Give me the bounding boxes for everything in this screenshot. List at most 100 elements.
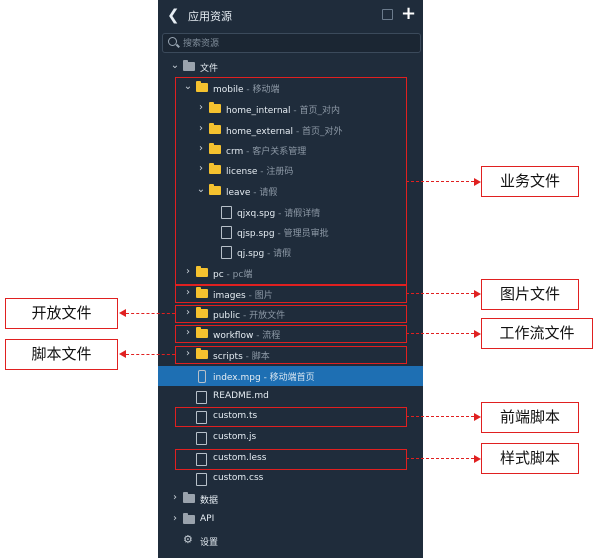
- tree-row-custom-js[interactable]: custom.js: [158, 428, 423, 448]
- tree-label: public - 开放文件: [213, 311, 286, 321]
- folder-icon: [209, 102, 221, 113]
- js-file-icon: [196, 432, 207, 445]
- tree-row-public[interactable]: › public - 开放文件: [158, 304, 423, 324]
- tree-label: images - 图片: [213, 291, 273, 301]
- callout-frontend-scripts: 前端脚本: [481, 402, 579, 433]
- tree-row-home-external[interactable]: › home_external - 首页_对外: [158, 120, 423, 140]
- folder-icon: [196, 287, 208, 298]
- callout-image-files: 图片文件: [481, 279, 579, 310]
- folder-icon: [196, 81, 208, 92]
- tree-label: index.mpg - 移动端首页: [213, 373, 315, 383]
- tree-label: 设置: [200, 538, 219, 548]
- page-file-icon: [221, 206, 232, 219]
- arrowhead: [474, 413, 481, 421]
- search-box[interactable]: [162, 33, 421, 53]
- callout-style-scripts: 样式脚本: [481, 443, 579, 474]
- tree-label: 数据: [200, 496, 219, 506]
- tree-row-scripts[interactable]: › scripts - 脚本: [158, 345, 423, 365]
- panel-header: ❮ 应用资源 +: [158, 0, 423, 30]
- arrowhead: [474, 290, 481, 298]
- folder-icon: [209, 184, 221, 195]
- arrowhead: [474, 178, 481, 186]
- tree-row-crm[interactable]: › crm - 客户关系管理: [158, 140, 423, 160]
- mobile-page-icon: [198, 370, 206, 383]
- tree-row-workflow[interactable]: › workflow - 流程: [158, 324, 423, 344]
- save-icon[interactable]: [382, 9, 393, 20]
- tree-row-qjsp[interactable]: qjsp.spg - 管理员审批: [158, 222, 423, 242]
- folder-icon: [209, 163, 221, 174]
- folder-icon: [183, 60, 195, 71]
- tree-label: custom.ts: [213, 411, 258, 421]
- tree-row-custom-less[interactable]: custom.less: [158, 449, 423, 469]
- tree-row-pc[interactable]: › pc - pc端: [158, 263, 423, 283]
- folder-icon: [209, 123, 221, 134]
- tree-label: qj.spg - 请假: [237, 249, 292, 259]
- highlight-box-workflow: [175, 325, 407, 343]
- tree-row-readme[interactable]: README.md: [158, 387, 423, 407]
- markdown-file-icon: [196, 391, 207, 404]
- tree-label: custom.less: [213, 453, 267, 463]
- folder-icon: [196, 327, 208, 338]
- connector-public: [126, 313, 175, 314]
- tree-label: workflow - 流程: [213, 331, 281, 341]
- highlight-box-scripts: [175, 346, 407, 364]
- tree-row-api[interactable]: › API: [158, 510, 423, 530]
- tree-row-qjxq[interactable]: qjxq.spg - 请假详情: [158, 202, 423, 222]
- folder-icon: [183, 513, 195, 524]
- tree-label: pc - pc端: [213, 270, 253, 280]
- tree-label: 文件: [200, 64, 219, 74]
- page-file-icon: [221, 226, 232, 239]
- chevron-right-icon: ›: [186, 307, 190, 318]
- tree-row-data[interactable]: › 数据: [158, 489, 423, 509]
- less-file-icon: [196, 453, 207, 466]
- search-icon: [168, 37, 177, 46]
- tree-label: scripts - 脚本: [213, 352, 270, 362]
- tree-label: home_external - 首页_对外: [226, 127, 343, 137]
- folder-icon: [196, 348, 208, 359]
- highlight-box-images: [175, 285, 407, 303]
- tree-row-license[interactable]: › license - 注册码: [158, 160, 423, 180]
- callout-script-files: 脚本文件: [5, 339, 118, 370]
- connector-images: [406, 293, 474, 294]
- chevron-down-icon: ⌄: [196, 184, 206, 195]
- tree-row-root[interactable]: ⌄ 文件: [158, 57, 423, 77]
- page-file-icon: [221, 246, 232, 259]
- tree-label: README.md: [213, 391, 269, 401]
- tree-label: custom.css: [213, 473, 264, 483]
- tree-label: leave - 请假: [226, 188, 278, 198]
- arrowhead: [119, 350, 126, 358]
- highlight-box-public: [175, 305, 407, 323]
- arrowhead: [474, 455, 481, 463]
- back-arrow-icon[interactable]: ❮: [167, 6, 180, 24]
- highlight-box-business: [175, 77, 407, 285]
- tree-row-mobile[interactable]: ⌄ mobile - 移动端: [158, 78, 423, 98]
- chevron-down-icon: ⌄: [183, 81, 193, 92]
- tree-row-home-internal[interactable]: › home_internal - 首页_对内: [158, 99, 423, 119]
- chevron-right-icon: ›: [186, 266, 190, 277]
- css-file-icon: [196, 473, 207, 486]
- tree-row-custom-ts[interactable]: custom.ts: [158, 407, 423, 427]
- chevron-right-icon: ›: [186, 327, 190, 338]
- tree-row-leave[interactable]: ⌄ leave - 请假: [158, 181, 423, 201]
- tree-label: qjxq.spg - 请假详情: [237, 209, 321, 219]
- chevron-right-icon: ›: [173, 492, 177, 503]
- gear-icon: ⚙: [183, 533, 193, 546]
- tree-row-images[interactable]: › images - 图片: [158, 284, 423, 304]
- tree-row-index[interactable]: index.mpg - 移动端首页: [158, 366, 423, 386]
- chevron-right-icon: ›: [186, 348, 190, 359]
- connector-scripts: [126, 354, 175, 355]
- add-icon[interactable]: +: [401, 3, 417, 24]
- tree-row-qj[interactable]: qj.spg - 请假: [158, 242, 423, 262]
- connector-style: [406, 458, 474, 459]
- tree-label: license - 注册码: [226, 167, 294, 177]
- chevron-right-icon: ›: [199, 123, 203, 134]
- chevron-right-icon: ›: [173, 513, 177, 524]
- resource-panel: ❮ 应用资源 + ⌄ 文件 ⌄ mobile - 移动端 › home_inte…: [158, 0, 423, 558]
- highlight-box-custom-less: [175, 449, 407, 470]
- tree-row-custom-css[interactable]: custom.css: [158, 469, 423, 489]
- tree-row-settings[interactable]: ⚙ 设置: [158, 531, 423, 551]
- callout-business-files: 业务文件: [481, 166, 579, 197]
- arrowhead: [119, 309, 126, 317]
- search-input[interactable]: [181, 35, 405, 52]
- panel-title: 应用资源: [188, 10, 232, 23]
